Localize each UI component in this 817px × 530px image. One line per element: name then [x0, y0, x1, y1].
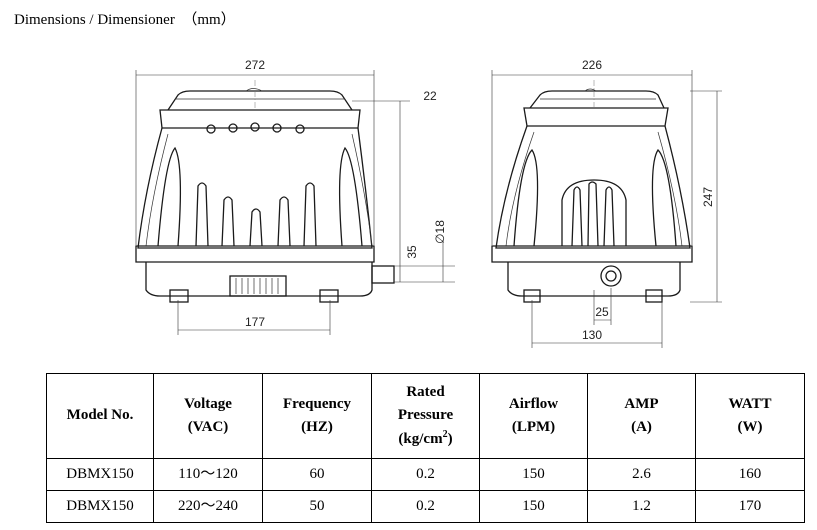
dim-front-width: 272	[245, 58, 265, 72]
dim-front-outlet-offset: 22	[423, 89, 437, 103]
cell-voltage: 110～120	[153, 458, 263, 491]
page-title: Dimensions / Dimensioner （mm）	[14, 12, 236, 28]
cell-voltage: 220～240	[153, 490, 263, 523]
cell-watt: 170	[695, 490, 805, 523]
dim-side-height: 247	[701, 187, 715, 207]
cell-watt: 160	[695, 458, 805, 491]
cell-model: DBMX150	[46, 458, 154, 491]
dim-front-outlet-height: 35	[405, 245, 419, 259]
table-header-row: Model No. Voltage (VAC) Frequency (HZ) R…	[46, 373, 805, 459]
table-row: DBMX150 110～120 60 0.2 150 2.6 160	[46, 458, 805, 491]
dim-front-foot-span: 177	[245, 315, 265, 329]
cell-pressure: 0.2	[371, 458, 480, 491]
header-airflow: Airflow (LPM)	[479, 373, 588, 459]
header-amp: AMP (A)	[587, 373, 696, 459]
side-view-pump-drawing	[491, 88, 693, 303]
dim-side-foot-span: 130	[582, 328, 602, 342]
front-view-pump-drawing	[135, 88, 395, 303]
cell-model: DBMX150	[46, 490, 154, 523]
specifications-table: Model No. Voltage (VAC) Frequency (HZ) R…	[46, 373, 805, 523]
cell-frequency: 60	[262, 458, 372, 491]
header-model: Model No.	[46, 373, 154, 459]
dim-side-outlet-offset: 25	[595, 305, 609, 319]
cell-pressure: 0.2	[371, 490, 480, 523]
cell-amp: 1.2	[587, 490, 696, 523]
header-rated-pressure: Rated Pressure (kg/cm2)	[371, 373, 480, 459]
cell-amp: 2.6	[587, 458, 696, 491]
table-row: DBMX150 220～240 50 0.2 150 1.2 170	[46, 490, 805, 523]
dim-side-width: 226	[582, 58, 602, 72]
dim-front-outlet-diameter: ∅18	[433, 220, 447, 244]
header-frequency: Frequency (HZ)	[262, 373, 372, 459]
cell-airflow: 150	[479, 458, 588, 491]
header-voltage: Voltage (VAC)	[153, 373, 263, 459]
dimension-drawing: 272 22 35 ∅18 177	[135, 58, 722, 348]
front-dimension-lines	[135, 70, 455, 335]
cell-frequency: 50	[262, 490, 372, 523]
side-dimension-lines	[491, 70, 722, 348]
cell-airflow: 150	[479, 490, 588, 523]
header-watt: WATT (W)	[695, 373, 805, 459]
